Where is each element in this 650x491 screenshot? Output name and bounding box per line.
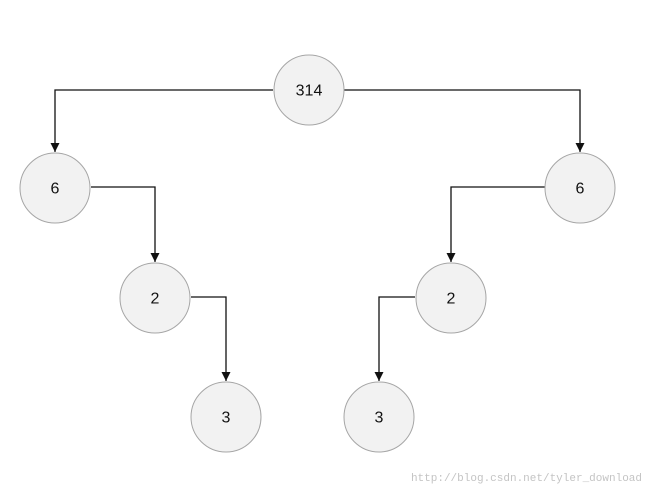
node-root-label: 314 [296, 83, 323, 100]
node-left-child-label: 6 [51, 181, 60, 198]
edge-right-grandchild-to-right-leaf [374, 296, 415, 381]
nodes: 314 6 6 2 2 3 3 [19, 54, 616, 453]
node-right-grandchild: 2 [415, 262, 487, 334]
node-left-leaf-label: 3 [222, 410, 231, 427]
edge-root-to-left-child [50, 89, 273, 152]
node-right-leaf-label: 3 [375, 410, 384, 427]
node-root: 314 [273, 54, 345, 126]
node-left-child: 6 [19, 152, 91, 224]
edge-left-child-to-left-grandchild [91, 186, 160, 262]
node-right-child-label: 6 [576, 181, 585, 198]
node-right-leaf: 3 [343, 381, 415, 453]
node-left-grandchild-label: 2 [151, 291, 160, 308]
edge-root-to-right-child [344, 89, 585, 152]
node-right-child: 6 [544, 152, 616, 224]
node-left-leaf: 3 [190, 381, 262, 453]
edges [50, 89, 585, 381]
watermark-text: http://blog.csdn.net/tyler_download [410, 473, 642, 485]
edge-left-grandchild-to-left-leaf [191, 296, 231, 381]
node-left-grandchild: 2 [119, 262, 191, 334]
node-right-grandchild-label: 2 [447, 291, 456, 308]
edge-right-child-to-right-grandchild [446, 186, 545, 262]
